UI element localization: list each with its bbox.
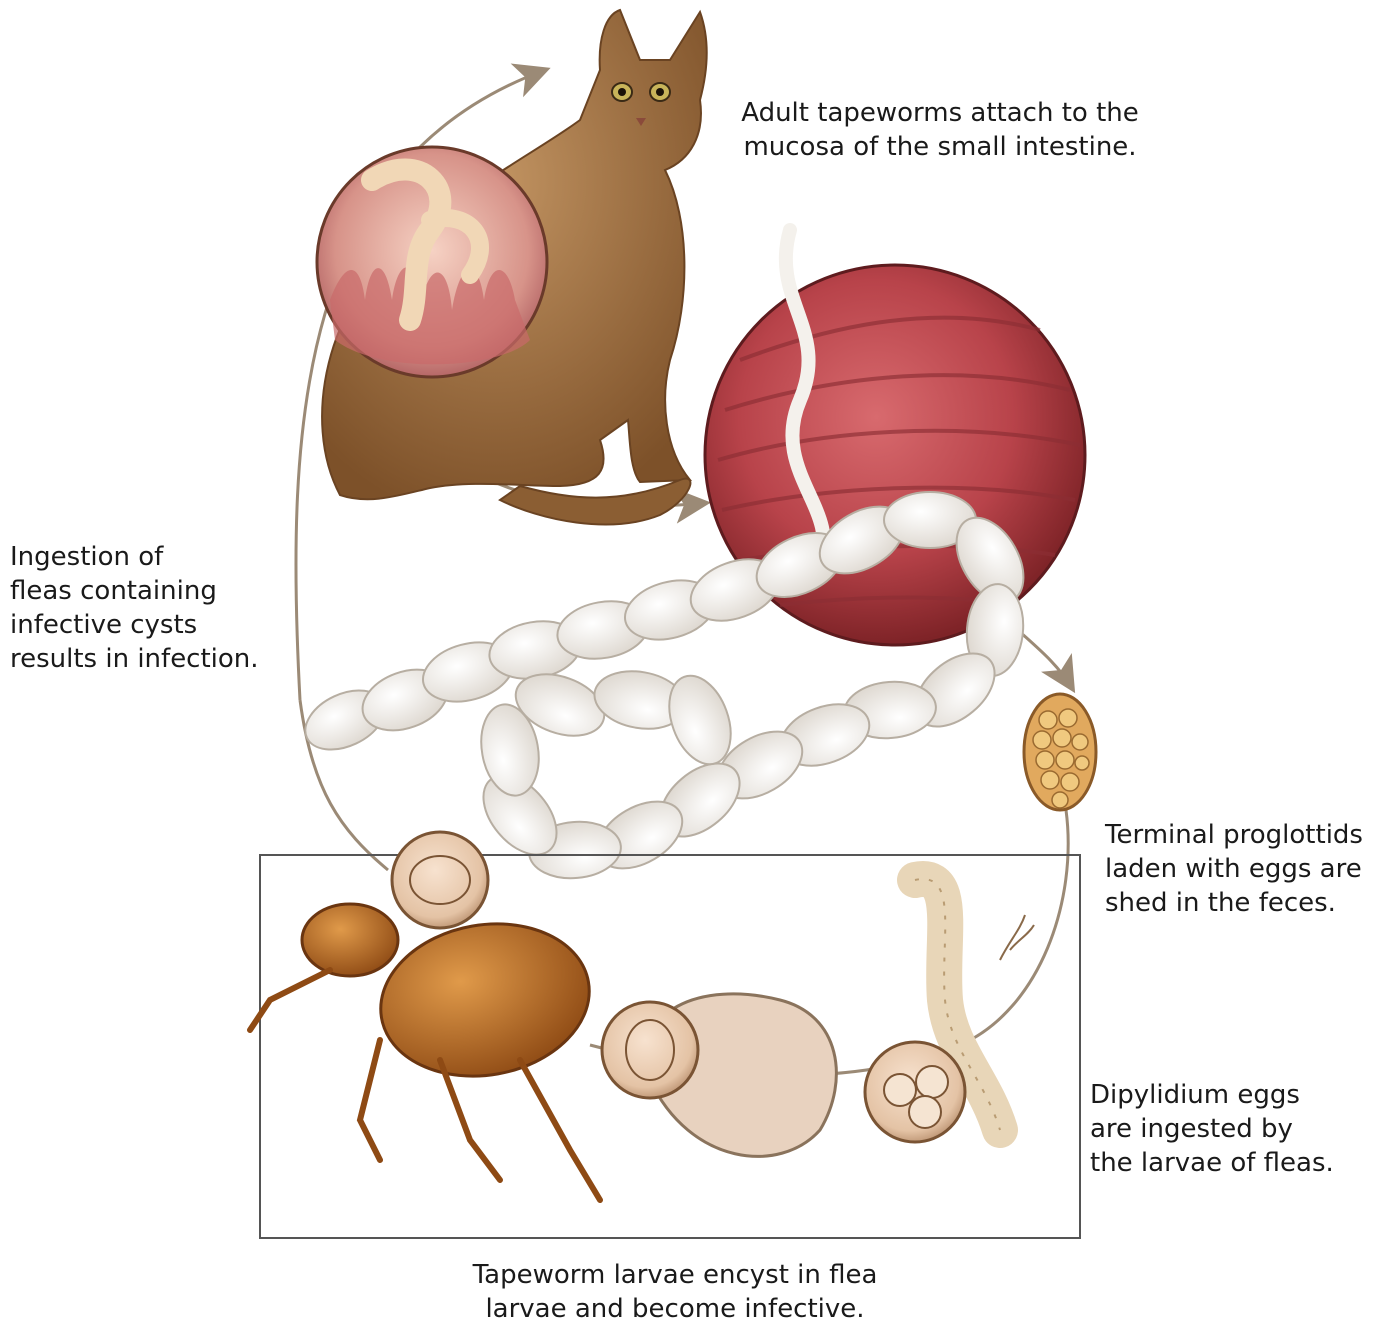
label-line: laden with eggs are <box>1105 852 1363 886</box>
label-adult-tapeworms: Adult tapeworms attach to the mucosa of … <box>730 96 1150 164</box>
label-line: Ingestion of <box>10 540 259 574</box>
label-line: shed in the feces. <box>1105 886 1363 920</box>
label-ingestion: Ingestion of fleas containing infective … <box>10 540 259 676</box>
label-line: Adult tapeworms attach to the <box>730 96 1150 130</box>
label-line: the larvae of fleas. <box>1090 1146 1334 1180</box>
label-line: are ingested by <box>1090 1112 1334 1146</box>
label-line: Tapeworm larvae encyst in flea <box>460 1258 890 1292</box>
arrow-to-proglottid <box>1020 632 1072 688</box>
label-line: larvae and become infective. <box>460 1292 890 1326</box>
gravid-proglottid <box>1024 694 1096 810</box>
label-tapeworm-larvae: Tapeworm larvae encyst in flea larvae an… <box>460 1258 890 1326</box>
mucosa-lens <box>317 147 547 377</box>
label-line: fleas containing <box>10 574 259 608</box>
flea-pupa <box>602 994 836 1156</box>
adult-flea <box>250 832 601 1200</box>
flea-larva <box>865 879 1000 1142</box>
label-line: mucosa of the small intestine. <box>730 130 1150 164</box>
label-line: results in infection. <box>10 642 259 676</box>
artist-signature <box>1000 915 1034 960</box>
label-line: infective cysts <box>10 608 259 642</box>
label-terminal-proglottids: Terminal proglottids laden with eggs are… <box>1105 818 1363 920</box>
label-dipylidium-eggs: Dipylidium eggs are ingested by the larv… <box>1090 1078 1334 1180</box>
label-line: Dipylidium eggs <box>1090 1078 1334 1112</box>
label-line: Terminal proglottids <box>1105 818 1363 852</box>
